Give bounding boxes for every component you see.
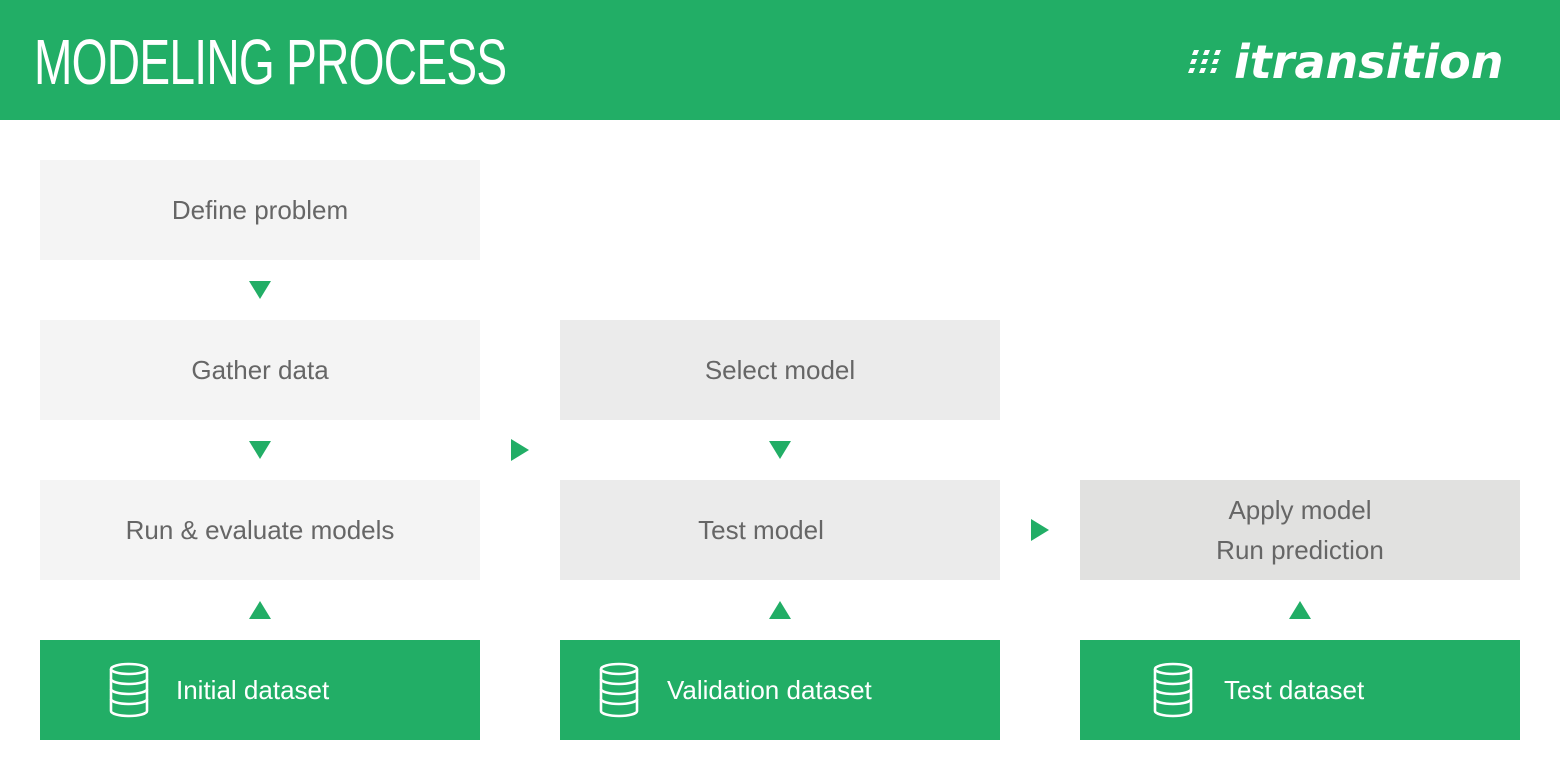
page-title: MODELING PROCESS bbox=[34, 26, 507, 98]
database-icon bbox=[599, 662, 639, 718]
step-define-problem-label: Define problem bbox=[171, 195, 349, 225]
step-run-evaluate: Run & evaluate models bbox=[40, 480, 480, 580]
step-gather-data-label: Gather data bbox=[191, 355, 329, 385]
step-test-model-label: Test model bbox=[698, 515, 824, 545]
test-dataset: Test dataset bbox=[1080, 640, 1520, 740]
arrow-down-3 bbox=[769, 441, 791, 459]
initial-dataset-label: Initial dataset bbox=[176, 675, 330, 705]
arrow-up-3 bbox=[1289, 601, 1311, 619]
arrow-right-2 bbox=[1031, 519, 1049, 541]
header-bar: MODELING PROCESS itransition bbox=[0, 0, 1560, 120]
step-apply-model-line2: Run prediction bbox=[1216, 535, 1384, 565]
step-select-model: Select model bbox=[560, 320, 1000, 420]
validation-dataset-label: Validation dataset bbox=[667, 675, 872, 705]
database-icon bbox=[1153, 662, 1193, 718]
step-gather-data: Gather data bbox=[40, 320, 480, 420]
step-apply-model-line1: Apply model bbox=[1228, 495, 1372, 525]
step-test-model: Test model bbox=[560, 480, 1000, 580]
arrow-down-2 bbox=[249, 441, 271, 459]
step-run-evaluate-label: Run & evaluate models bbox=[125, 515, 395, 545]
database-icon bbox=[109, 662, 149, 718]
arrow-up-1 bbox=[249, 601, 271, 619]
logo-text: itransition bbox=[1234, 35, 1504, 89]
itransition-logo: itransition bbox=[1186, 30, 1526, 94]
validation-dataset: Validation dataset bbox=[560, 640, 1000, 740]
test-dataset-label: Test dataset bbox=[1224, 675, 1365, 705]
arrow-down-1 bbox=[249, 281, 271, 299]
step-select-model-label: Select model bbox=[704, 355, 856, 385]
arrow-up-2 bbox=[769, 601, 791, 619]
arrow-right-1 bbox=[511, 439, 529, 461]
step-define-problem: Define problem bbox=[40, 160, 480, 260]
step-apply-model: Apply model Run prediction bbox=[1080, 480, 1520, 580]
initial-dataset: Initial dataset bbox=[40, 640, 480, 740]
logo-dots-icon bbox=[1188, 50, 1221, 73]
